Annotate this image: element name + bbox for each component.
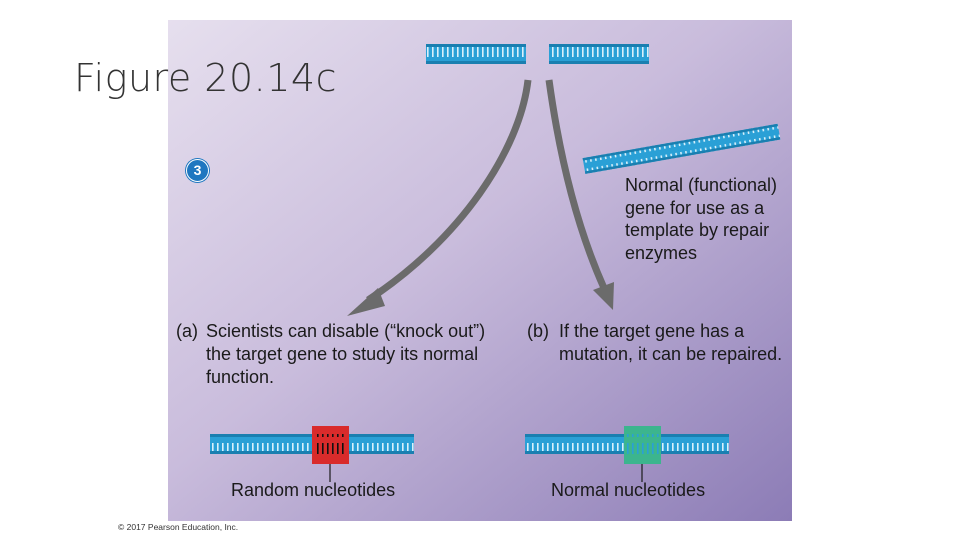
step-number-badge: 3 (186, 159, 209, 182)
caption-a-marker: (a) (176, 321, 198, 341)
copyright-notice: © 2017 Pearson Education, Inc. (118, 522, 239, 532)
normal-nucleotides-label: Normal nucleotides (551, 480, 706, 500)
normal-nucleotide-segment (624, 426, 661, 464)
dna-top-left (426, 44, 526, 64)
arrow-to-knockout (347, 79, 532, 316)
slide-title: Figure 20.14c (74, 56, 337, 100)
caption-a-text: Scientists can disable (“knock out”) the… (206, 321, 486, 387)
caption-repair: (b) If the target gene has a mutation, i… (527, 320, 787, 366)
dna-top-right (549, 44, 649, 64)
caption-b-marker: (b) (527, 321, 549, 341)
random-nucleotides-label: Random nucleotides (231, 480, 396, 500)
caption-b-text: If the target gene has a mutation, it ca… (559, 321, 783, 364)
arrow-to-repair (545, 79, 614, 310)
dna-knockout (210, 426, 414, 482)
dna-template-strand (582, 123, 781, 174)
template-gene-label: Normal (functional) gene for use as a te… (625, 175, 778, 263)
caption-knockout: (a) Scientists can disable (“knock out”)… (176, 320, 496, 389)
random-nucleotide-segment (312, 426, 349, 464)
dna-repaired (525, 426, 729, 482)
